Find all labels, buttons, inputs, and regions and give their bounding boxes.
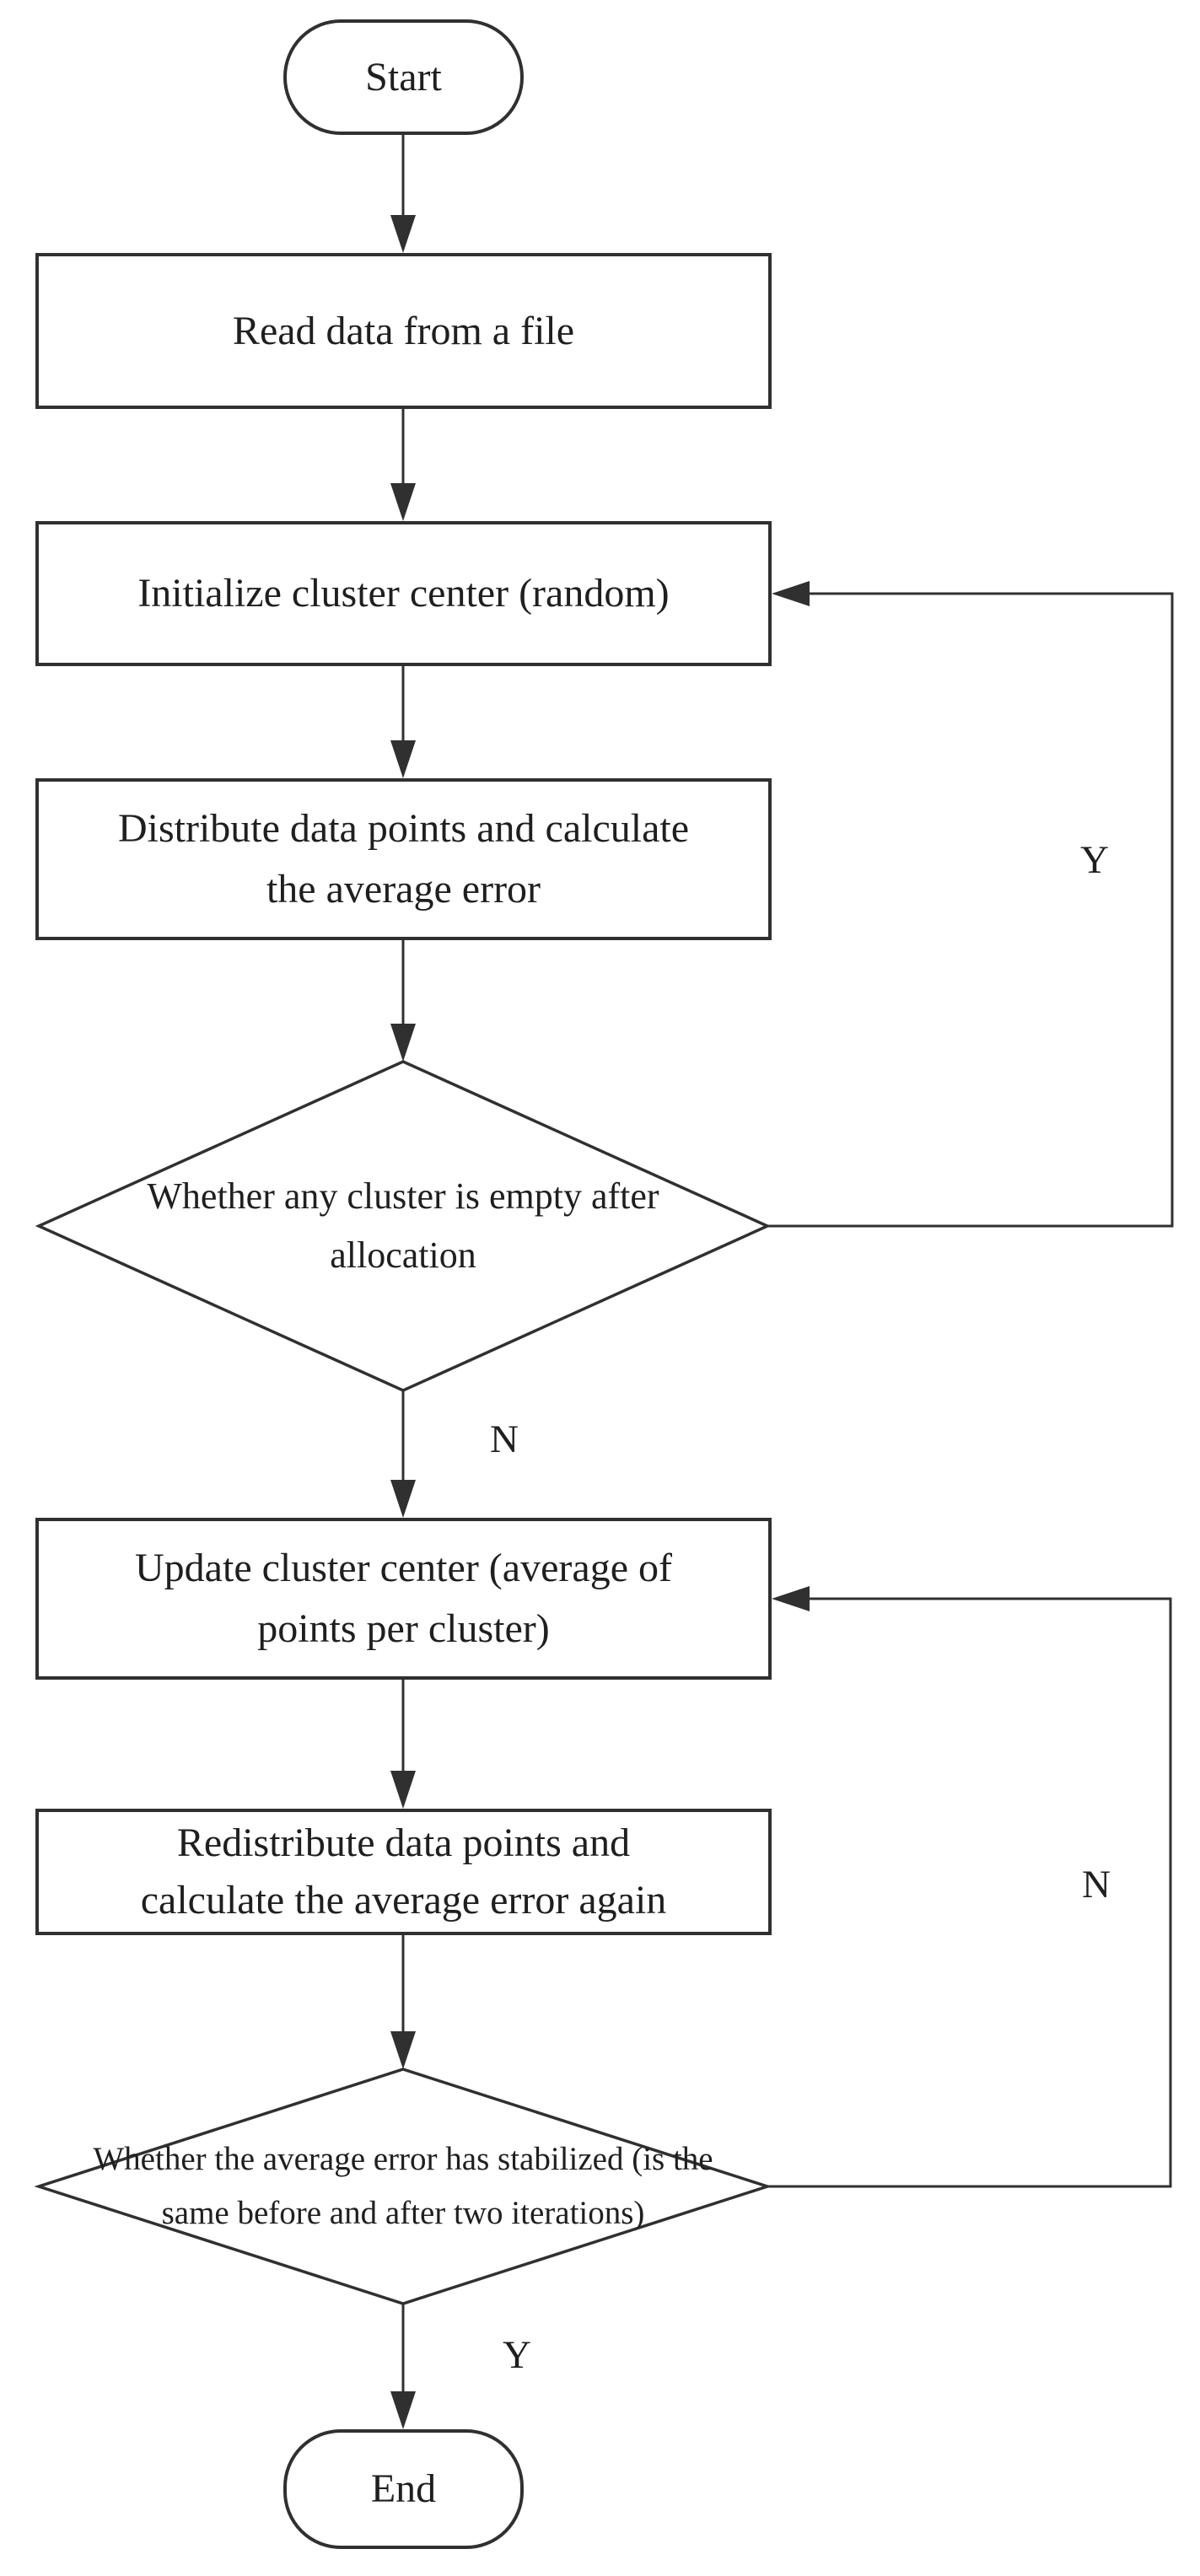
decision-error-stabilized-line2: same before and after two iterations): [161, 2195, 645, 2231]
decision-error-stabilized: Whether the average error has stabilized…: [39, 2069, 767, 2304]
node-start: Start: [283, 19, 524, 135]
node-initialize-centers: Initialize cluster center (random): [35, 521, 772, 666]
node-redistribute-points-line2: calculate the average error again: [140, 1878, 667, 1923]
edge-label-stable-check-yes: Y: [503, 2333, 531, 2377]
node-update-centers-line1: Update cluster center (average of: [135, 1546, 672, 1590]
decision-empty-cluster-shape: [35, 1060, 772, 1392]
node-initialize-centers-label: Initialize cluster center (random): [137, 571, 670, 616]
decision-empty-cluster: Whether any cluster is empty after alloc…: [39, 1062, 767, 1390]
node-distribute-points-line2: the average error: [266, 867, 541, 912]
node-end: End: [283, 2429, 524, 2549]
node-start-label: Start: [365, 54, 442, 99]
decision-empty-cluster-line2: allocation: [330, 1234, 476, 1276]
node-distribute-points: Distribute data points and calculate the…: [35, 778, 772, 940]
node-update-centers: Update cluster center (average of points…: [35, 1518, 772, 1680]
node-redistribute-points-line1: Redistribute data points and: [176, 1820, 631, 1865]
decision-empty-cluster-line1: Whether any cluster is empty after: [147, 1175, 659, 1217]
node-read-data: Read data from a file: [35, 253, 772, 409]
decision-error-stabilized-shape: [34, 2068, 772, 2305]
node-update-centers-line2: points per cluster): [257, 1606, 550, 1651]
node-end-label: End: [370, 2466, 437, 2511]
feedback-loop-stable-no: [767, 1586, 1172, 2188]
node-distribute-points-line1: Distribute data points and calculate: [117, 806, 690, 851]
node-redistribute-points: Redistribute data points and calculate t…: [35, 1809, 772, 1935]
edge-label-empty-check-yes: Y: [1080, 838, 1109, 882]
decision-error-stabilized-line1: Whether the average error has stabilized…: [93, 2141, 713, 2177]
edge-label-empty-check-no: N: [490, 1417, 519, 1461]
node-read-data-label: Read data from a file: [232, 308, 575, 353]
feedback-loop-empty-yes: [767, 581, 1174, 1228]
edge-label-stable-check-no: N: [1082, 1863, 1111, 1906]
